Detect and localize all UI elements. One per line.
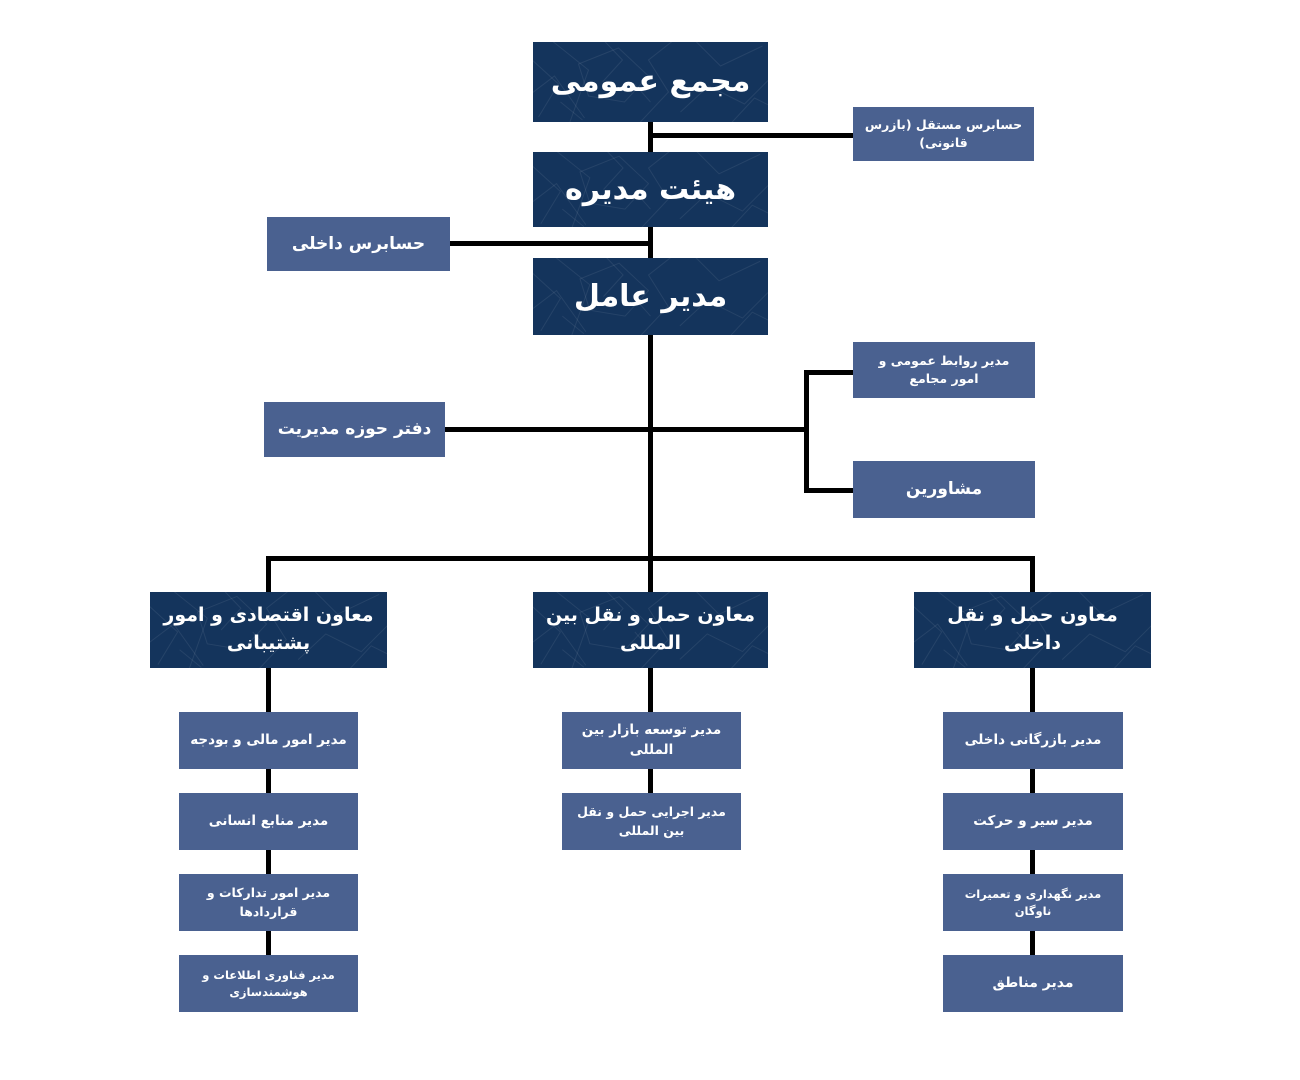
node-traffic-movement-manager: مدیر سیر و حرکت <box>943 793 1123 850</box>
node-regions-manager: مدیر مناطق <box>943 955 1123 1012</box>
node-independent-auditor: حسابرس مستقل (بازرس قانونی) <box>853 107 1034 161</box>
connector-line <box>266 558 271 594</box>
node-label: مدیر توسعه بازار بین المللی <box>581 721 722 758</box>
node-label: هیئت مدیره <box>564 171 737 207</box>
node-domestic-commerce-manager: مدیر بازرگانی داخلی <box>943 712 1123 769</box>
connector-line <box>266 668 271 713</box>
node-deputy-economic-support: معاون اقتصادی و امور پشتیبانی <box>150 592 387 668</box>
connector-line <box>804 488 853 493</box>
node-deputy-international-transport: معاون حمل و نقل بین المللی <box>533 592 768 668</box>
connector-line <box>648 556 653 594</box>
node-management-office: دفتر حوزه مدیریت <box>264 402 445 457</box>
connector-line <box>1030 850 1035 875</box>
node-label: حسابرس مستقل (بازرس قانونی) <box>864 116 1023 150</box>
node-label: مجمع عمومی <box>550 64 751 100</box>
node-procurement-contracts-manager: مدیر امور تدارکات و قراردادها <box>179 874 358 931</box>
node-label: مدیر عامل <box>573 278 728 314</box>
node-international-market-development-manager: مدیر توسعه بازار بین المللی <box>562 712 741 769</box>
connector-line <box>648 120 653 154</box>
node-label: مدیر بازرگانی داخلی <box>964 731 1102 748</box>
connector-line <box>1030 668 1035 713</box>
node-label: حسابرس داخلی <box>291 233 426 254</box>
node-label: معاون حمل و نقل داخلی <box>947 604 1118 654</box>
node-pr-assemblies-manager: مدیر روابط عمومی و امور مجامع <box>853 342 1035 398</box>
node-label: مدیر مناطق <box>992 975 1074 992</box>
node-label: مدیر منابع انسانی <box>208 812 329 829</box>
connector-line <box>804 370 809 493</box>
connector-line <box>445 427 809 432</box>
connector-line <box>651 133 853 138</box>
connector-line <box>648 668 653 713</box>
connector-line <box>450 241 653 246</box>
node-deputy-domestic-transport: معاون حمل و نقل داخلی <box>914 592 1151 668</box>
node-internal-auditor: حسابرس داخلی <box>267 217 450 271</box>
connector-line <box>266 931 271 956</box>
node-label: معاون حمل و نقل بین المللی <box>545 604 756 654</box>
connector-line <box>1030 558 1035 594</box>
node-international-transport-executive-manager: مدیر اجرایی حمل و نقل بین المللی <box>562 793 741 850</box>
connector-line <box>266 850 271 875</box>
node-ceo: مدیر عامل <box>533 258 768 335</box>
node-it-smartification-manager: مدیر فناوری اطلاعات و هوشمندسازی <box>179 955 358 1012</box>
node-advisors: مشاورین <box>853 461 1035 518</box>
connector-line <box>804 370 853 375</box>
node-label: مدیر سیر و حرکت <box>973 812 1093 829</box>
node-general-assembly: مجمع عمومی <box>533 42 768 122</box>
node-board-of-directors: هیئت مدیره <box>533 152 768 227</box>
node-label: معاون اقتصادی و امور پشتیبانی <box>163 604 374 654</box>
node-label: مدیر نگهداری و تعمیرات ناوگان <box>964 886 1102 918</box>
connector-line <box>266 769 271 794</box>
node-label: مدیر اجرایی حمل و نقل بین المللی <box>577 804 726 838</box>
connector-line <box>648 769 653 794</box>
node-finance-budget-manager: مدیر امور مالی و بودجه <box>179 712 358 769</box>
node-fleet-maintenance-manager: مدیر نگهداری و تعمیرات ناوگان <box>943 874 1123 931</box>
node-label: مدیر فناوری اطلاعات و هوشمندسازی <box>202 967 335 999</box>
node-label: مشاورین <box>905 479 983 500</box>
node-label: مدیر امور مالی و بودجه <box>190 731 347 748</box>
node-label: دفتر حوزه مدیریت <box>277 419 432 440</box>
node-hr-manager: مدیر منابع انسانی <box>179 793 358 850</box>
connector-line <box>648 334 653 561</box>
node-label: مدیر روابط عمومی و امور مجامع <box>878 352 1010 386</box>
node-label: مدیر امور تدارکات و قراردادها <box>206 885 331 919</box>
connector-line <box>1030 769 1035 794</box>
connector-line <box>1030 931 1035 956</box>
